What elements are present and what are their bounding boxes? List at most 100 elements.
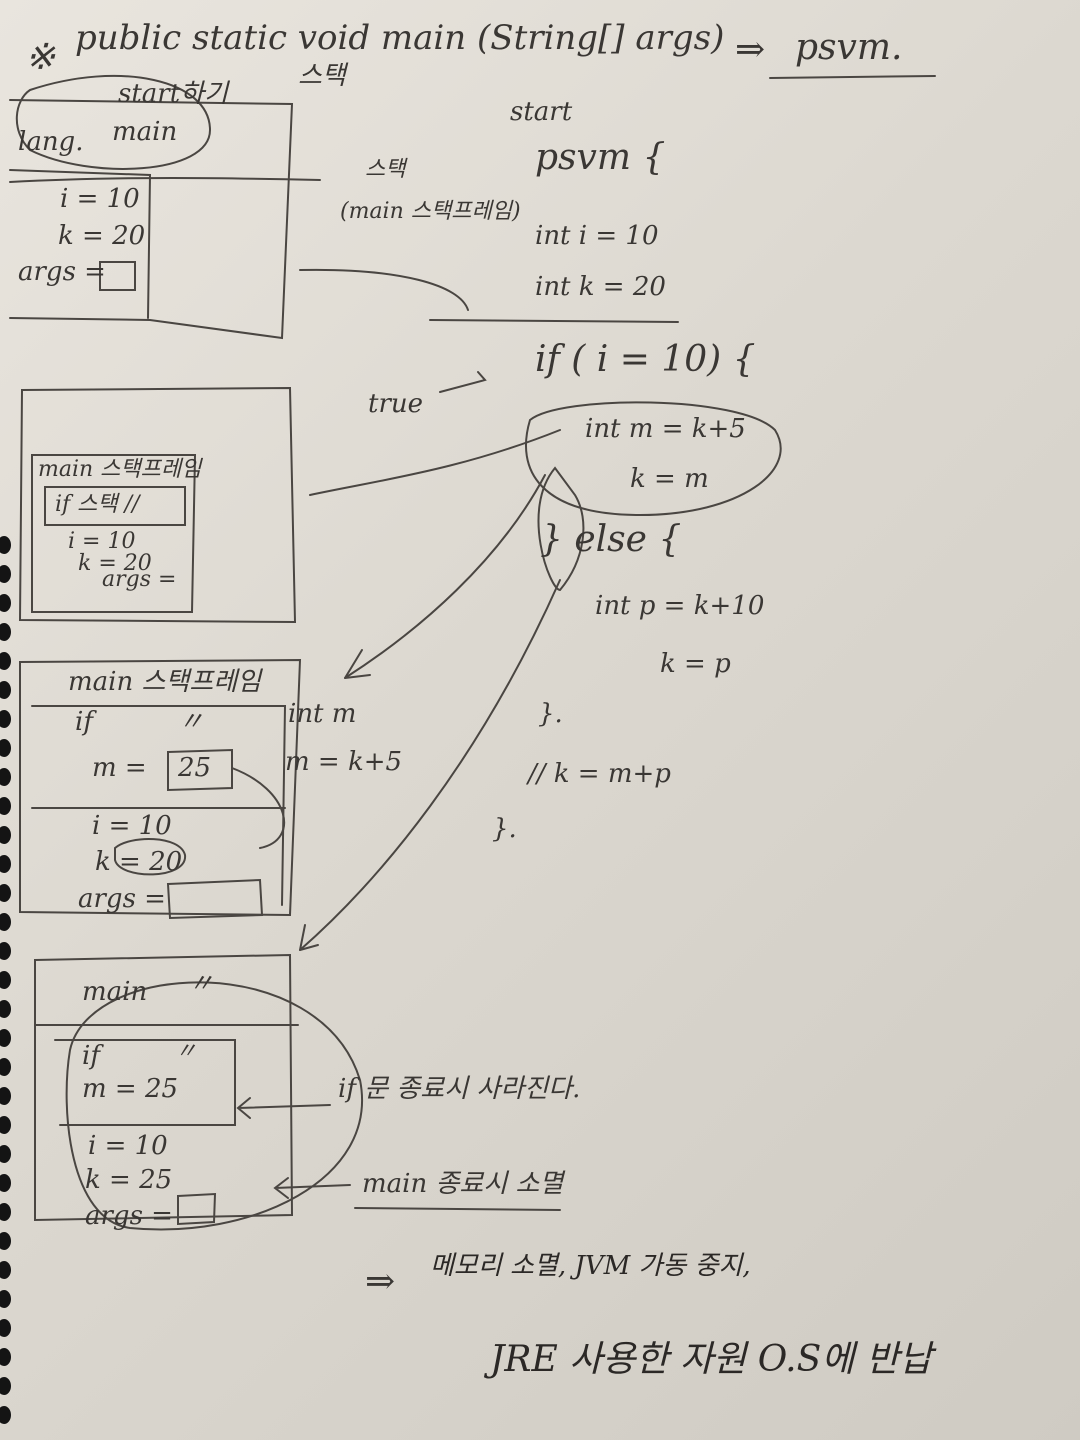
binding-hole: [0, 623, 11, 641]
code-int-m: int m = k+5: [585, 414, 746, 444]
diagram3-k: k = 20: [95, 847, 183, 877]
diagram3-m-value: 25: [178, 753, 212, 783]
binding-hole: [0, 826, 11, 844]
binding-hole: [0, 710, 11, 728]
diagram3-curve: [231, 767, 286, 849]
diagram4-if-quote: 〃: [175, 1039, 198, 1064]
diagram1-main: main: [112, 117, 178, 147]
binding-hole: [0, 536, 11, 554]
psvm-underline: [769, 75, 936, 79]
binding-hole: [0, 1203, 11, 1221]
note-memory: 메모리 소멸, JVM 가동 중지,: [430, 1251, 751, 1281]
binding-hole: [0, 739, 11, 757]
note-mark: ※: [25, 37, 56, 78]
code-if-line: if ( i = 10) {: [535, 339, 756, 380]
diagram1-inner-box: [9, 169, 152, 319]
binding-hole: [0, 681, 11, 699]
binding-hole: [0, 1348, 11, 1366]
diagram4-m: m = 25: [82, 1074, 179, 1104]
diagram1-strike: [9, 177, 321, 183]
note-if-end: if 문 종료시 사라진다.: [338, 1074, 581, 1104]
arrow-to-diagram2: [309, 429, 561, 496]
binding-hole: [0, 884, 11, 902]
binding-hole: [0, 855, 11, 873]
code-close-2: }.: [492, 814, 517, 844]
diagram2-i: i = 10: [68, 529, 136, 554]
binding-hole: [0, 1232, 11, 1250]
code-psvm: psvm {: [535, 137, 666, 178]
diagram1-i: i = 10: [60, 184, 140, 214]
diagram4-args-box: [177, 1192, 217, 1226]
note-jre: JRE 사용한 자원 O.S에 반납: [490, 1339, 933, 1380]
diagram4-i: i = 10: [88, 1131, 168, 1161]
code-close-1: }.: [538, 699, 563, 729]
code-k-p: k = p: [660, 649, 731, 679]
binding-hole: [0, 1029, 11, 1047]
spiral-binding: [0, 536, 11, 1424]
true-arrow: [439, 371, 487, 393]
arrow-to-diagram4-head: [299, 924, 319, 951]
binding-hole: [0, 1261, 11, 1279]
binding-hole: [0, 1174, 11, 1192]
diagram2-if-stack: if 스택 //: [55, 492, 140, 517]
binding-hole: [0, 1290, 11, 1308]
binding-hole: [0, 1087, 11, 1105]
main-end-underline: [354, 1207, 561, 1211]
diagram3-m-box: [167, 748, 233, 792]
diagram2-if-box: [44, 486, 186, 526]
binding-hole: [0, 768, 11, 786]
signature-arrow: ⇒: [735, 29, 766, 70]
main-end-arrow: [273, 1177, 351, 1199]
code-stack-note-2: (main 스택프레임): [340, 199, 521, 224]
diagram3-int-m: int m: [288, 699, 357, 729]
diagram4-if-label: if: [82, 1041, 100, 1071]
code-k-m: k = m: [630, 464, 709, 494]
diagram4-if-box: [54, 1039, 236, 1126]
diagram4-k: k = 25: [85, 1165, 173, 1195]
code-comment: // k = m+p: [528, 759, 671, 789]
arrow-to-diagram3-head: [344, 649, 371, 679]
code-else-line: } else {: [540, 519, 682, 560]
diagram4-circle: [65, 981, 363, 1231]
diagram3-outer-box: [19, 658, 302, 917]
binding-hole: [0, 1116, 11, 1134]
diagram1-start-label: start하기: [118, 79, 229, 109]
binding-hole: [0, 1319, 11, 1337]
binding-hole: [0, 1377, 11, 1395]
diagram2-args: args =: [102, 567, 177, 592]
diagram4-quote: 〃: [188, 969, 215, 999]
diagram4-args: args =: [85, 1201, 173, 1231]
code-curve-1: [299, 268, 469, 311]
main-signature: public static void main (String[] args): [75, 18, 725, 58]
diagram1-lang: lang.: [18, 127, 84, 157]
diagram4-outer-box: [34, 953, 294, 1222]
diagram1-args-box: [99, 261, 136, 291]
diagram1-stack-label: 스택: [298, 61, 346, 91]
diagram2-k: k = 20: [78, 551, 152, 576]
binding-hole: [0, 594, 11, 612]
note-arrow: ⇒: [365, 1261, 396, 1302]
binding-hole: [0, 1058, 11, 1076]
diagram2-outer-box: [18, 386, 297, 624]
code-int-p: int p = k+10: [595, 591, 765, 621]
arrow-to-diagram3: [344, 474, 546, 679]
diagram1-args: args =: [18, 257, 106, 287]
diagram2-frame-label: main 스택프레임: [38, 457, 202, 482]
diagram3-frame-label: main 스택프레임: [68, 667, 262, 697]
diagram2-inner-box: [31, 454, 197, 613]
diagram3-quote: 〃: [178, 707, 205, 737]
code-underline-1: [429, 319, 679, 323]
code-stack-note-1: 스택: [365, 157, 406, 182]
diagram3-if-label: if: [75, 707, 93, 737]
diagram4-main: main: [82, 977, 148, 1007]
psvm-abbrev: psvm.: [795, 27, 903, 68]
diagram3-k-ellipse: [114, 838, 187, 876]
arrow-to-diagram4: [299, 579, 561, 951]
binding-hole: [0, 971, 11, 989]
diagram3-m-expr: m = k+5: [285, 747, 403, 777]
binding-hole: [0, 797, 11, 815]
diagram3-args-box: [166, 878, 264, 920]
code-int-i: int i = 10: [535, 221, 659, 251]
